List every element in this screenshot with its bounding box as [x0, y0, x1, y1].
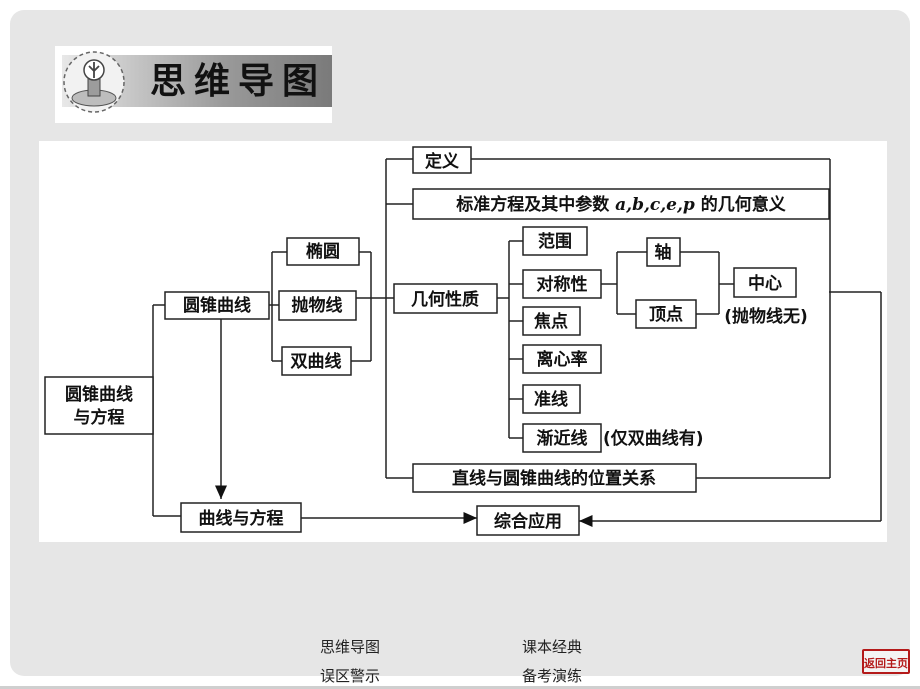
node-vertex-box — [635, 299, 697, 329]
node-comprehensive-box — [476, 505, 580, 536]
node-conic-box — [164, 291, 270, 320]
page-title: 思维导图 — [150, 60, 327, 102]
node-root-line1: 圆锥曲线 — [65, 384, 133, 405]
node-parabola-box — [278, 290, 357, 321]
nav-link-textbook-classics[interactable]: 课本经典 — [522, 638, 583, 656]
node-standard-eq-box — [412, 188, 830, 220]
node-curve-eq: 曲线与方程 — [199, 508, 284, 529]
nav-link-exam-practice[interactable]: 备考演练 — [522, 667, 583, 685]
node-line-conic: 直线与圆锥曲线的位置关系 — [452, 468, 656, 489]
mind-map-panel: 圆锥曲线 与方程 圆锥曲线 椭圆 抛物线 双曲线 曲线与方程 定义 标准方程及其… — [39, 141, 887, 542]
node-geo-props: 几何性质 — [411, 289, 479, 310]
node-eccentricity: 离心率 — [537, 349, 588, 370]
standard-eq-suffix: 的几何意义 — [701, 194, 786, 215]
node-hyperbola-box — [281, 346, 352, 376]
node-range: 范围 — [538, 231, 572, 252]
node-symmetry: 对称性 — [537, 274, 588, 295]
node-asymptote-note: (仅双曲线有) — [603, 428, 704, 449]
node-directrix: 准线 — [534, 389, 568, 410]
node-vertex: 顶点 — [649, 304, 683, 325]
compass-globe-icon — [63, 51, 125, 113]
mind-map: 圆锥曲线 与方程 圆锥曲线 椭圆 抛物线 双曲线 曲线与方程 定义 标准方程及其… — [44, 146, 882, 536]
node-definition-box — [412, 146, 472, 174]
node-conic: 圆锥曲线 — [183, 295, 251, 316]
node-boxes — [44, 146, 830, 536]
node-curve-eq-box — [180, 502, 302, 533]
node-axis-box — [646, 237, 681, 267]
standard-eq-params: a,b,c,e,p — [615, 195, 695, 215]
node-hyperbola: 双曲线 — [291, 351, 342, 372]
node-focus: 焦点 — [533, 311, 568, 332]
node-directrix-box — [522, 384, 581, 414]
nav-link-mind-map[interactable]: 思维导图 — [320, 638, 381, 656]
node-range-box — [522, 226, 588, 256]
home-button[interactable]: 返回主页 — [862, 649, 910, 674]
node-parabola: 抛物线 — [292, 295, 343, 316]
node-axis: 轴 — [655, 242, 672, 263]
node-geo-props-box — [393, 283, 498, 314]
node-line-conic-box — [412, 463, 697, 493]
bottom-divider — [0, 686, 920, 689]
standard-eq-prefix: 标准方程及其中参数 — [456, 194, 610, 215]
node-definition: 定义 — [425, 151, 459, 172]
node-center: 中心 — [748, 273, 782, 294]
node-standard-eq: 标准方程及其中参数 a,b,c,e,p 的几何意义 — [456, 194, 785, 215]
node-ellipse-box — [286, 237, 360, 266]
node-center-note: (抛物线无) — [724, 306, 808, 327]
node-center-box — [733, 267, 797, 298]
nav-link-common-mistakes[interactable]: 误区警示 — [320, 667, 381, 685]
node-asymptote: 渐近线 — [537, 428, 588, 449]
node-symmetry-box — [522, 269, 602, 299]
node-eccentricity-box — [522, 344, 602, 374]
node-ellipse: 椭圆 — [306, 241, 340, 262]
node-focus-box — [522, 306, 581, 336]
node-comprehensive: 综合应用 — [494, 511, 562, 532]
node-root-line2: 与方程 — [74, 407, 125, 428]
node-asymptote-box — [522, 423, 602, 453]
node-root-box — [44, 376, 154, 435]
